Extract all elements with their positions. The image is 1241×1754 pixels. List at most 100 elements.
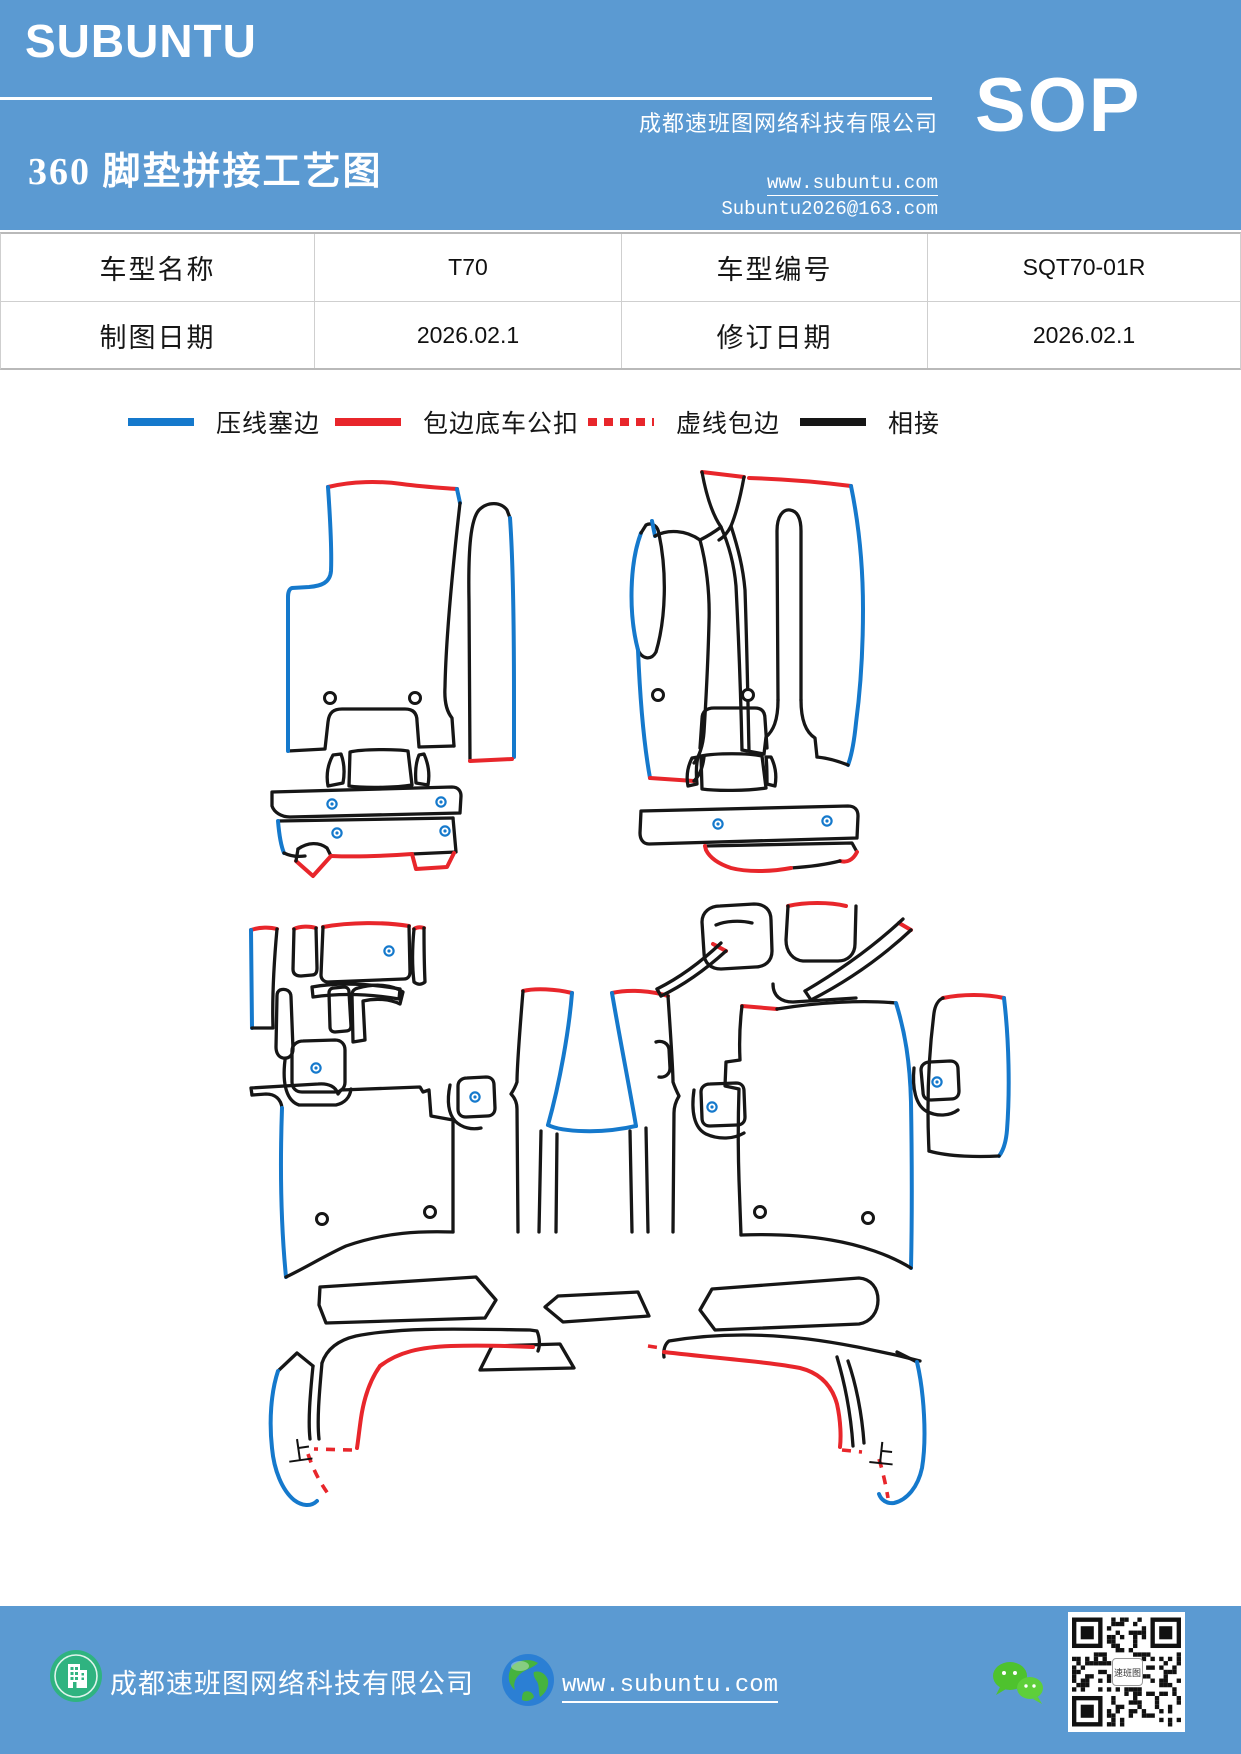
snap-dot-icon <box>821 815 833 827</box>
binding-swatch-icon <box>335 418 401 426</box>
binding-edge <box>786 901 848 908</box>
model-code-value: SQT70-01R <box>1022 254 1146 280</box>
dashed-binding-edge <box>877 1458 890 1499</box>
pressline-edge <box>650 519 657 538</box>
grommet-icon <box>423 1205 437 1219</box>
footer-banner: 成都速班图网络科技有限公司 www.subuntu.com 速班图 <box>0 1606 1241 1754</box>
grommet-icon <box>408 691 422 705</box>
pressline-swatch-icon <box>128 418 194 426</box>
legend-item-binding: 包边底车公扣 <box>335 404 579 440</box>
table-cell-model-name-value: T70 <box>314 234 621 301</box>
qr-code-pattern <box>1072 1617 1181 1727</box>
join-edge <box>698 470 723 542</box>
join-edge <box>290 1038 347 1094</box>
qr-code: 速班图 <box>1068 1612 1185 1732</box>
join-edge <box>446 1083 483 1131</box>
table-cell-draw-date-value: 2026.02.1 <box>314 301 621 368</box>
join-edge <box>655 941 723 991</box>
vehicle-info-table: 车型名称 T70 车型编号 SQT70-01R 制图日期 2026.02.1 修… <box>0 232 1241 370</box>
join-edge <box>294 847 300 863</box>
join-edge <box>698 706 769 750</box>
footer-website-link[interactable]: www.subuntu.com <box>562 1672 779 1703</box>
header-website-text[interactable]: www.subuntu.com <box>766 172 938 196</box>
table-cell-revise-date-label: 修订日期 <box>621 301 927 368</box>
legend-item-pressline: 压线塞边 <box>128 404 320 440</box>
join-edge <box>700 902 774 971</box>
side-rails-diagram: 上 上 <box>268 1327 927 1507</box>
model-name-label: 车型名称 <box>99 255 216 285</box>
pressline-edge <box>846 484 865 767</box>
join-edge <box>803 917 905 993</box>
footer-website-text[interactable]: www.subuntu.com <box>562 1672 779 1699</box>
binding-edge <box>321 921 411 929</box>
join-edge <box>284 1230 455 1279</box>
pressline-edge <box>546 991 574 1127</box>
join-edge <box>276 816 455 823</box>
revise-date-value: 2026.02.1 <box>1032 321 1136 348</box>
join-edge <box>410 816 458 856</box>
legend-label: 虚线包边 <box>676 411 781 438</box>
binding-edge <box>711 942 728 953</box>
pressline-edge <box>546 1123 638 1134</box>
wechat-icon <box>993 1662 1043 1704</box>
join-edge <box>270 785 463 819</box>
join-edge <box>659 949 728 998</box>
join-edge <box>282 1058 353 1107</box>
legend-label: 相接 <box>888 411 941 438</box>
join-edge <box>662 1333 922 1363</box>
join-edge <box>325 752 346 788</box>
pressline-edge <box>455 487 462 505</box>
binding-edge <box>662 1350 843 1449</box>
header-banner: SUBUNTU 360 脚垫拼接工艺图 成都速班图网络科技有限公司 SOP ww… <box>0 0 1241 230</box>
join-edge <box>410 926 427 986</box>
grommet-icon <box>861 1211 875 1225</box>
cabin-mats-diagram <box>249 901 1011 1372</box>
pressline-edge <box>268 1369 319 1507</box>
join-edge <box>723 1004 744 1237</box>
header-email: Subuntu2026@163.com <box>721 198 938 220</box>
join-edge <box>927 1149 1001 1159</box>
table-cell-revise-date-value: 2026.02.1 <box>927 301 1240 368</box>
header-website-link[interactable]: www.subuntu.com <box>620 172 938 196</box>
dashed-binding-edge <box>306 1453 331 1497</box>
binding-edge <box>941 993 1006 1000</box>
snap-dot-icon <box>435 796 447 808</box>
join-edge <box>554 1132 559 1234</box>
join-edge <box>703 841 859 854</box>
brand-logo: SUBUNTU <box>25 15 257 67</box>
join-edge <box>835 1355 855 1448</box>
join-edge <box>789 859 842 870</box>
binding-edge <box>468 757 514 763</box>
join-edge <box>911 1066 960 1117</box>
legend-label: 包边底车公扣 <box>423 411 580 438</box>
join-edge <box>628 1129 634 1234</box>
join-edge <box>926 996 945 1153</box>
join-edge <box>317 1275 498 1325</box>
grommet-icon <box>315 1212 329 1226</box>
binding-edge <box>897 921 913 932</box>
dashed-binding-edge <box>313 1447 353 1452</box>
table-cell-model-code-value: SQT70-01R <box>927 234 1240 301</box>
binding-edge <box>700 470 746 479</box>
join-edge <box>771 982 858 1004</box>
binding-edge <box>326 480 459 491</box>
join-edge <box>699 752 768 793</box>
join-edge <box>296 841 333 858</box>
binding-edge <box>378 1343 535 1368</box>
grommet-icon <box>323 691 337 705</box>
join-edge <box>319 924 412 984</box>
join-edge <box>467 501 512 763</box>
dashed-binding-edge <box>647 1344 662 1350</box>
join-edge <box>784 904 858 963</box>
pressline-edge <box>636 648 652 780</box>
draw-date-label: 制图日期 <box>99 322 216 353</box>
join-edge <box>775 1000 898 1011</box>
mat-process-drawing: 上 上 <box>249 470 1011 1507</box>
join-edge <box>274 987 295 1060</box>
join-edge <box>691 1088 746 1140</box>
snap-dot-icon <box>331 827 343 839</box>
page-title: 360 脚垫拼接工艺图 <box>28 151 383 193</box>
join-edge <box>714 919 754 927</box>
building-icon <box>50 1650 102 1702</box>
join-edge <box>327 985 353 1034</box>
